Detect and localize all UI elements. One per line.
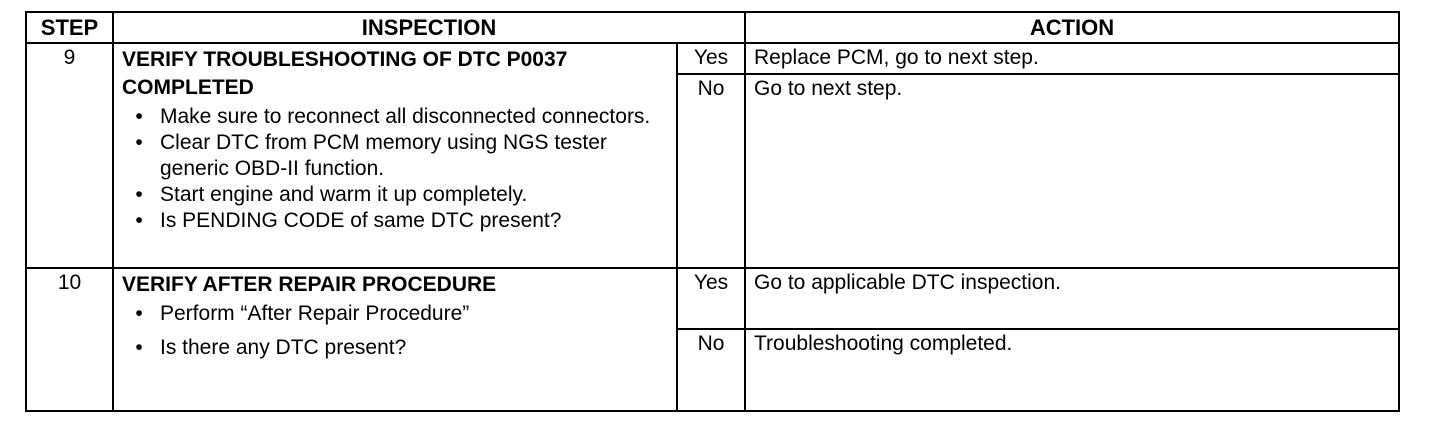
inspection-cell: VERIFY AFTER REPAIR PROCEDURE •Perform “… [112,267,678,412]
inspection-bullets: •Make sure to reconnect all disconnected… [122,104,668,234]
bullet-item: •Make sure to reconnect all disconnected… [135,104,668,130]
no-label: No [676,73,746,269]
step-10-no-row: No Troubleshooting completed. [26,328,1400,412]
header-row: STEP INSPECTION ACTION [25,11,1400,44]
no-label: No [676,328,746,412]
step-header: STEP [25,11,114,44]
bullet-icon: • [135,209,143,232]
inspection-title: VERIFY AFTER REPAIR PROCEDURE [122,273,497,296]
yes-action: Replace PCM, go to next step. [744,42,1400,75]
bullet-icon: • [135,336,143,359]
step-number: 10 [25,267,114,412]
troubleshooting-table: STEP INSPECTION ACTION 9 VERIFY TROUBLES… [25,11,1400,412]
bullet-item: •Is PENDING CODE of same DTC present? [135,208,668,234]
bullet-icon: • [135,183,143,206]
bullet-icon: • [135,302,143,325]
step-10-yes-row: 10 VERIFY AFTER REPAIR PROCEDURE •Perfor… [25,267,1400,412]
inspection-header: INSPECTION [112,11,746,44]
bullet-item: •Clear DTC from PCM memory using NGS tes… [135,130,668,182]
inspection-cell: VERIFY TROUBLESHOOTING OF DTC P0037 COMP… [112,42,678,269]
bullet-icon: • [135,105,143,128]
no-action: Troubleshooting completed. [744,328,1400,412]
no-action: Go to next step. [744,73,1400,269]
bullet-item: •Start engine and warm it up completely. [135,182,668,208]
yes-label: Yes [676,42,746,75]
yes-label: Yes [676,267,746,330]
yes-action: Go to applicable DTC inspection. [744,267,1400,330]
bullet-icon: • [135,131,143,154]
step-9-no-row: No Go to next step. [26,73,1400,269]
step-number: 9 [25,42,114,269]
inspection-bullets: •Perform “After Repair Procedure” •Is th… [122,301,668,361]
action-header: ACTION [744,11,1400,44]
inspection-title: VERIFY TROUBLESHOOTING OF DTC P0037 COMP… [122,48,568,99]
bullet-item: •Perform “After Repair Procedure” [135,301,668,327]
step-9-yes-row: 9 VERIFY TROUBLESHOOTING OF DTC P0037 CO… [25,42,1400,269]
bullet-item: •Is there any DTC present? [135,335,668,361]
